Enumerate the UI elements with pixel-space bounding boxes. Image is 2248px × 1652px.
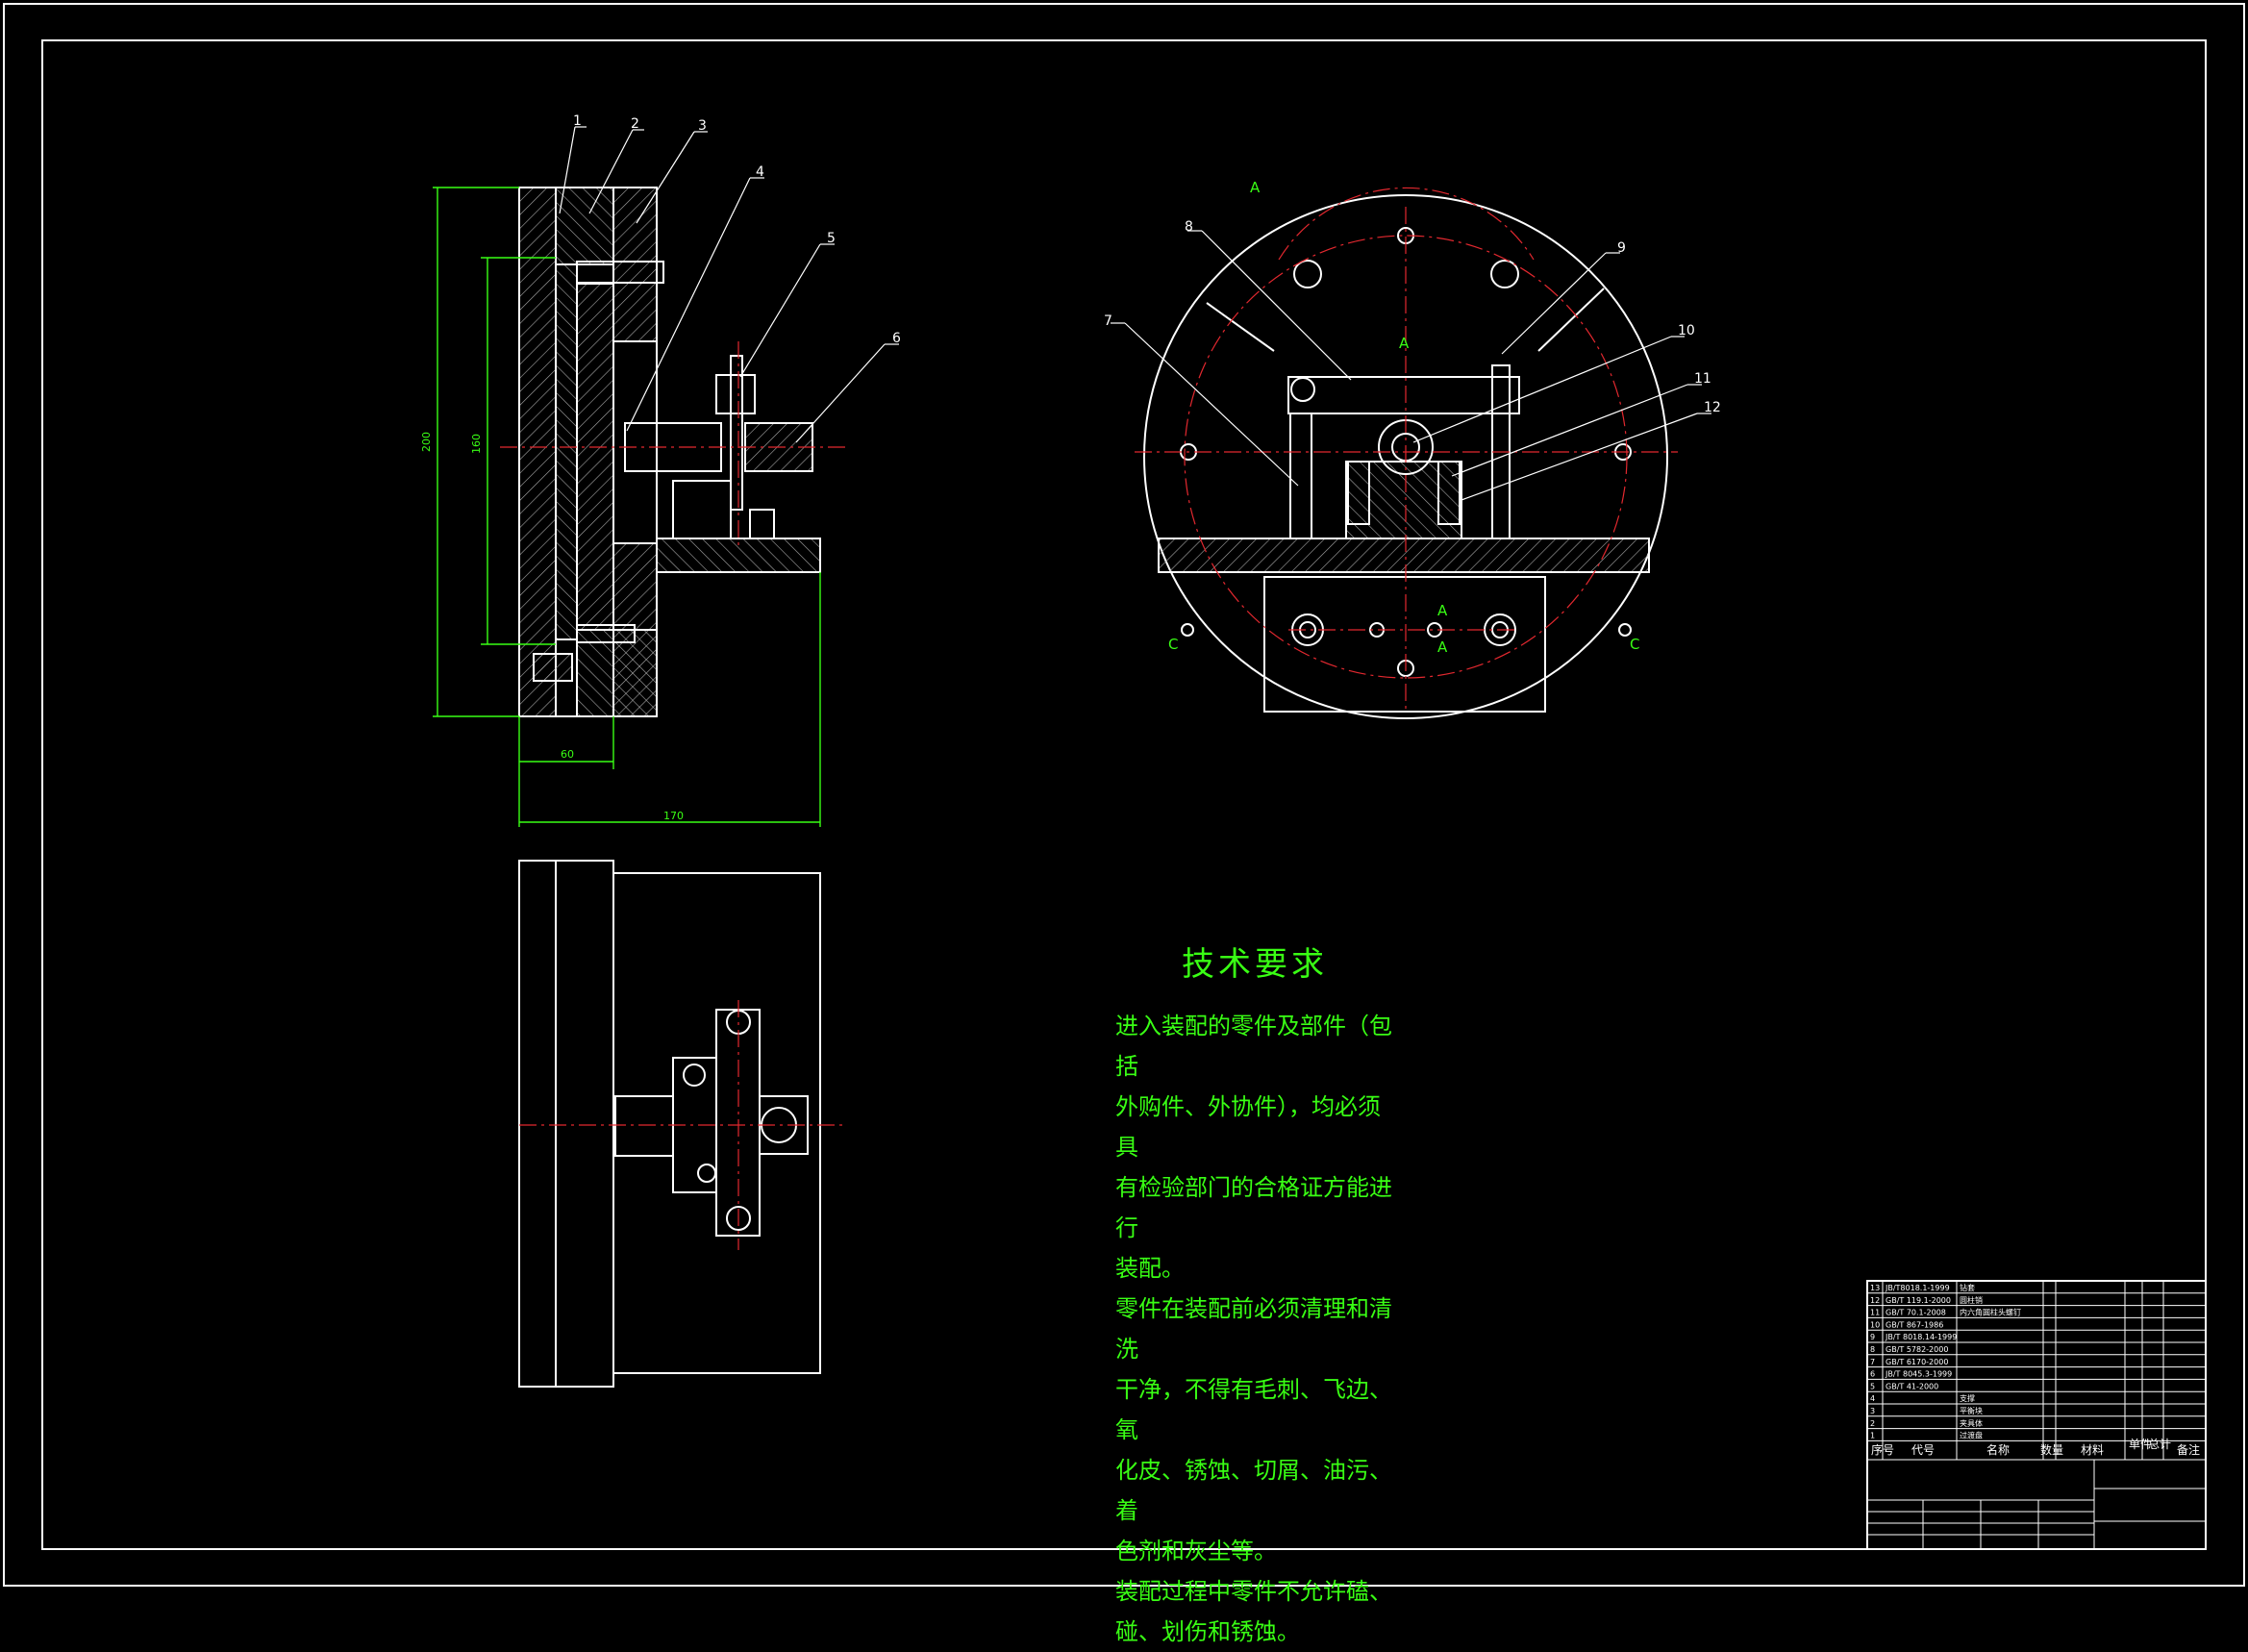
bom-cell: 支撑 — [1960, 1393, 1975, 1403]
bom-cell: 7 — [1870, 1358, 1875, 1366]
balloon-10: 10 — [1678, 323, 1695, 338]
balloon-6: 6 — [892, 331, 901, 346]
bom-cell: 11 — [1870, 1309, 1880, 1317]
bom-header-remark: 备注 — [2177, 1442, 2200, 1457]
cad-drawing: 200 160 60 170 — [3, 3, 2245, 1587]
plan-view-centerlines — [519, 1000, 846, 1250]
bom-header-name: 名称 — [1986, 1442, 2010, 1457]
bom-header-no: 序号 — [1871, 1442, 1894, 1457]
title-block-grid — [1867, 1459, 2206, 1549]
bom-header-unit: 单件 — [2129, 1438, 2152, 1451]
bom-cell: 平衡块 — [1960, 1406, 1983, 1415]
bom-cell: 13 — [1870, 1284, 1880, 1292]
bom-cell: GB/T 867-1986 — [1886, 1320, 1943, 1329]
balloon-labels: 1 2 3 4 5 6 7 8 9 10 11 12 — [573, 113, 1721, 415]
balloon-1: 1 — [573, 113, 582, 129]
bom-cell: 10 — [1870, 1320, 1880, 1329]
section-mark-a-3: A — [1437, 602, 1448, 619]
bom-cell: GB/T 41-2000 — [1886, 1382, 1938, 1390]
bom-cell: GB/T 70.1-2008 — [1886, 1309, 1946, 1317]
bom-header-material: 材料 — [2081, 1443, 2104, 1457]
section-mark-c-2: C — [1630, 636, 1639, 653]
bom-cell: 4 — [1870, 1394, 1875, 1403]
front-view-centerlines — [1135, 187, 1678, 712]
balloon-7: 7 — [1104, 313, 1112, 329]
front-view — [1143, 194, 1668, 719]
inner-frame — [41, 39, 2207, 1550]
dim-170: 170 — [663, 810, 684, 822]
bom-cell: GB/T 5782-2000 — [1886, 1345, 1948, 1354]
dim-200: 200 — [420, 432, 433, 452]
bom-cell: 过渡盘 — [1960, 1431, 1983, 1440]
bom-cell: JB/T 8018.14-1999 — [1885, 1333, 1957, 1341]
side-view-dim-text: 200 160 60 170 — [420, 432, 684, 822]
section-mark-a-4: A — [1437, 638, 1448, 656]
bom-cell: 1 — [1870, 1432, 1875, 1440]
plan-view — [518, 860, 821, 1388]
bom-header-code: 代号 — [1911, 1443, 1935, 1457]
section-mark-a-1: A — [1250, 179, 1261, 196]
balloon-4: 4 — [756, 164, 764, 180]
bom-cell: 9 — [1870, 1333, 1875, 1341]
bom-cell: 5 — [1870, 1382, 1875, 1390]
bom-cell: 2 — [1870, 1419, 1875, 1428]
bom-cell: 夹具体 — [1960, 1418, 1983, 1428]
bom-cell: 内六角圆柱头螺钉 — [1960, 1308, 2021, 1317]
technical-requirements-title: 技术要求 — [1182, 945, 1328, 984]
bom-cell: JB/T8018.1-1999 — [1885, 1284, 1950, 1292]
balloon-9: 9 — [1617, 240, 1626, 256]
bom-cell: GB/T 6170-2000 — [1886, 1358, 1948, 1366]
balloon-8: 8 — [1185, 219, 1193, 235]
bom-cell: 12 — [1870, 1296, 1880, 1305]
outer-frame — [3, 3, 2245, 1587]
leader-lines — [559, 126, 1711, 501]
section-mark-a-2: A — [1399, 335, 1410, 352]
technical-requirements-body: 进入装配的零件及部件（包括 外购件、外协件），均必须具 有检验部门的合格证方能进… — [1115, 1013, 1392, 1645]
bom-cell: JB/T 8045.3-1999 — [1885, 1370, 1952, 1379]
dim-160: 160 — [470, 434, 483, 454]
bom-cell: 圆柱销 — [1960, 1295, 1983, 1305]
section-marks: A A A A C C — [1168, 179, 1639, 656]
bom-cell: 钻套 — [1960, 1283, 1975, 1292]
bom-cell: 8 — [1870, 1345, 1875, 1354]
bom-cell: 6 — [1870, 1370, 1875, 1379]
section-mark-c-1: C — [1168, 636, 1178, 653]
bom-header-total: 总计 — [2148, 1438, 2171, 1451]
bom-header-qty: 数量 — [2040, 1442, 2063, 1457]
side-view-centerlines — [500, 341, 846, 548]
side-section-view — [518, 187, 821, 717]
side-view-dimensions — [433, 187, 821, 827]
bom-cell: GB/T 119.1-2000 — [1886, 1296, 1951, 1305]
dim-60: 60 — [561, 748, 574, 761]
balloon-2: 2 — [631, 116, 639, 132]
balloon-11: 11 — [1694, 371, 1711, 387]
balloon-3: 3 — [698, 118, 707, 134]
technical-requirements: 技术要求 进入装配的零件及部件（包括 外购件、外协件），均必须具 有检验部门的合… — [1115, 938, 1394, 1652]
balloon-12: 12 — [1704, 400, 1721, 415]
balloon-5: 5 — [827, 231, 836, 246]
bom-grid — [1866, 1280, 2207, 1460]
bom-header: 序号 代号 名称 数量 材料 单件 总计 备注 — [1871, 1438, 2200, 1457]
bom-cell: 3 — [1870, 1407, 1875, 1415]
